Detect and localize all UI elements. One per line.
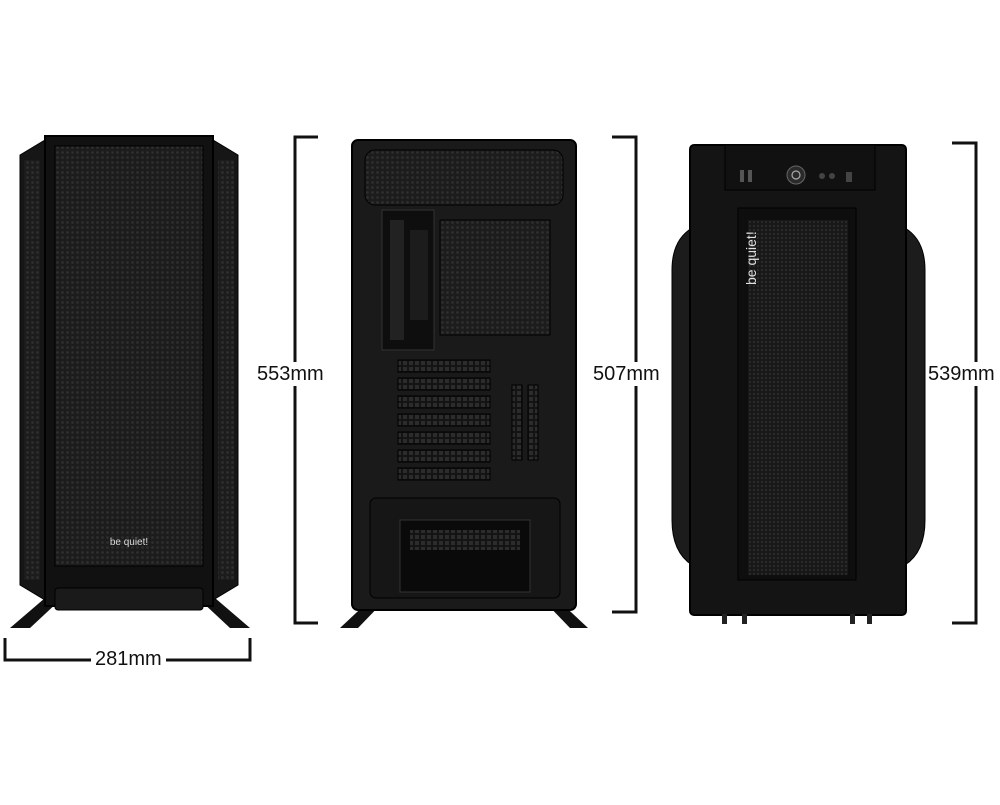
side-height-label: 539mm [928,362,995,386]
front-height-label: 553mm [257,362,324,386]
case-back-view [340,139,588,628]
front-width-label: 281mm [91,647,166,671]
back-height-label: 507mm [593,362,660,386]
side-logo: be quiet! [743,231,759,285]
case-front-view: be quiet! [10,135,250,628]
front-logo: be quiet! [110,537,148,548]
case-side-view: be quiet! [671,144,926,624]
